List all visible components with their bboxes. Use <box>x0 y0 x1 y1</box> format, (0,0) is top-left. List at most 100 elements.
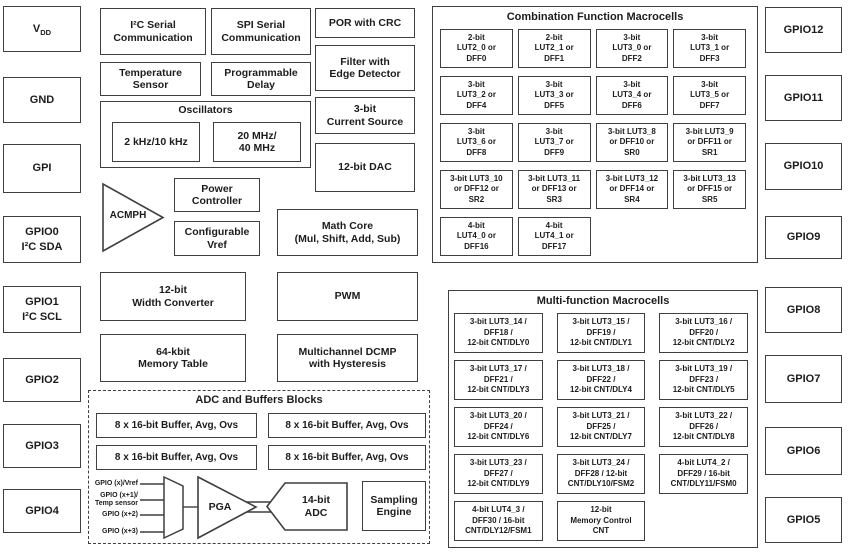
analog-signal-chain <box>140 475 348 540</box>
block-label: 64-kbit Memory Table <box>138 345 208 370</box>
block-label: Math Core (Mul, Shift, Add, Sub) <box>294 220 401 245</box>
buffer-block-3: 8 x 16-bit Buffer, Avg, Ovs <box>96 445 257 470</box>
block-osc-low: 2 kHz/10 kHz <box>112 122 200 162</box>
pin-vdd: VDD <box>3 6 81 52</box>
combination-macrocells-title: Combination Function Macrocells <box>506 11 684 23</box>
macrocell-lut3-15: 3-bit LUT3_15 / DFF19 / 12-bit CNT/DLY1 <box>556 313 646 353</box>
input-mux-icon <box>163 475 184 540</box>
pin-gpio1-scl: GPIO1 I²C SCL <box>3 286 81 333</box>
buffer-label: 8 x 16-bit Buffer, Avg, Ovs <box>114 419 239 431</box>
macrocell-lut3-4: 3-bit LUT3_4 or DFF6 <box>595 76 669 115</box>
macrocell-lut3-6: 3-bit LUT3_6 or DFF8 <box>440 123 513 162</box>
pin-gpio2: GPIO2 <box>3 358 81 402</box>
pin-gpio10: GPIO10 <box>765 143 842 190</box>
multifunction-macrocells-title: Multi-function Macrocells <box>536 295 670 307</box>
macrocell-lut3-0: 3-bit LUT3_0 or DFF2 <box>595 29 669 68</box>
macrocell-lut3-2: 3-bit LUT3_2 or DFF4 <box>440 76 513 115</box>
block-label: Multichannel DCMP with Hysteresis <box>298 345 397 370</box>
macrocell-label: 3-bit LUT3_11 or DFF13 or SR3 <box>528 173 581 204</box>
block-i2c-serial: I²C Serial Communication <box>100 8 206 55</box>
block-programmable-delay: Programmable Delay <box>211 62 311 96</box>
block-label: SPI Serial Communication <box>221 19 301 44</box>
macrocell-label: 3-bit LUT3_12 or DFF14 or SR4 <box>605 173 659 204</box>
macrocell-label: 3-bit LUT3_24 / DFF28 / 12-bit CNT/DLY10… <box>567 458 635 489</box>
block-label: I²C Serial Communication <box>113 19 193 44</box>
adc-input-label-x2: GPIO (x+2) <box>102 511 138 518</box>
oscillators-title: Oscillators <box>178 104 233 116</box>
pin-gpio4: GPIO4 <box>3 489 81 533</box>
block-memory-table: 64-kbit Memory Table <box>100 334 246 382</box>
block-label: 12-bit Width Converter <box>132 284 214 309</box>
macrocell-lut3-5: 3-bit LUT3_5 or DFF7 <box>673 76 746 115</box>
macrocell-lut3-11: 3-bit LUT3_11 or DFF13 or SR3 <box>517 170 591 209</box>
block-osc-high: 20 MHz/ 40 MHz <box>213 122 301 162</box>
pin-gpio8: GPIO8 <box>765 287 842 333</box>
macrocell-lut3-10: 3-bit LUT3_10 or DFF12 or SR2 <box>440 170 513 209</box>
macrocell-lut3-20: 3-bit LUT3_20 / DFF24 / 12-bit CNT/DLY6 <box>454 407 543 447</box>
macrocell-lut4-0: 4-bit LUT4_0 or DFF16 <box>440 217 513 256</box>
acmph-label: ACMPH <box>109 209 147 221</box>
acmph-comparator-icon <box>102 182 165 253</box>
macrocell-label: 3-bit LUT3_18 / DFF22 / 12-bit CNT/DLY4 <box>570 364 632 395</box>
pga-triangle-icon <box>197 475 258 540</box>
macrocell-lut3-22: 3-bit LUT3_22 / DFF26 / 12-bit CNT/DLY8 <box>659 407 748 447</box>
pin-label: GPIO8 <box>786 303 821 316</box>
pin-gpio6: GPIO6 <box>765 427 842 475</box>
pin-gpi: GPI <box>3 144 81 193</box>
macrocell-label: 3-bit LUT3_23 / DFF27 / 12-bit CNT/DLY9 <box>467 458 530 489</box>
macrocell-lut3-16: 3-bit LUT3_16 / DFF20 / 12-bit CNT/DLY2 <box>659 313 748 353</box>
pin-label: GPIO2 <box>25 373 59 386</box>
block-label: Power Controller <box>191 182 243 207</box>
pin-label-subscript: DD <box>40 27 52 37</box>
block-label: Sampling Engine <box>370 493 418 518</box>
pin-gpio5: GPIO5 <box>765 497 842 543</box>
buffer-label: 8 x 16-bit Buffer, Avg, Ovs <box>285 451 409 463</box>
pin-label: GPIO10 <box>783 160 824 173</box>
pin-gpio0-sda: GPIO0 I²C SDA <box>3 216 81 263</box>
macrocell-label: 3-bit LUT3_17 / DFF21 / 12-bit CNT/DLY3 <box>467 364 530 395</box>
macrocell-lut3-3: 3-bit LUT3_3 or DFF5 <box>517 76 591 115</box>
block-label: 3-bit Current Source <box>326 103 404 128</box>
block-sampling-engine: Sampling Engine <box>362 481 426 531</box>
macrocell-lut3-14: 3-bit LUT3_14 / DFF18 / 12-bit CNT/DLY0 <box>454 313 543 353</box>
macrocell-lut3-21: 3-bit LUT3_21 / DFF25 / 12-bit CNT/DLY7 <box>556 407 646 447</box>
buffer-label: 8 x 16-bit Buffer, Avg, Ovs <box>114 451 239 463</box>
macrocell-label: 4-bit LUT4_3 / DFF30 / 16-bit CNT/DLY12/… <box>465 505 532 536</box>
block-filter-edge-detector: Filter with Edge Detector <box>315 45 415 91</box>
pin-label: GPIO11 <box>783 91 824 104</box>
macrocell-lut3-17: 3-bit LUT3_17 / DFF21 / 12-bit CNT/DLY3 <box>454 360 543 400</box>
macrocell-label: 3-bit LUT3_20 / DFF24 / 12-bit CNT/DLY6 <box>467 411 530 442</box>
pga-label: PGA <box>208 501 232 513</box>
block-current-source: 3-bit Current Source <box>315 97 415 134</box>
macrocell-label: 3-bit LUT3_10 or DFF12 or SR2 <box>450 173 503 204</box>
macrocell-lut3-1: 3-bit LUT3_1 or DFF3 <box>673 29 746 68</box>
macrocell-label: 3-bit LUT3_21 / DFF25 / 12-bit CNT/DLY7 <box>570 411 632 442</box>
macrocell-lut3-13: 3-bit LUT3_13 or DFF15 or SR5 <box>673 170 746 209</box>
macrocell-label: 4-bit LUT4_0 or DFF16 <box>456 220 496 251</box>
macrocell-label: 3-bit LUT3_22 / DFF26 / 12-bit CNT/DLY8 <box>672 411 735 442</box>
buffer-block-2: 8 x 16-bit Buffer, Avg, Ovs <box>268 413 426 438</box>
buffer-block-1: 8 x 16-bit Buffer, Avg, Ovs <box>96 413 257 438</box>
pin-label: GPIO5 <box>786 513 821 526</box>
adc-pentagon-icon <box>265 482 348 531</box>
pin-label: GPIO4 <box>25 504 59 517</box>
buffer-label: 8 x 16-bit Buffer, Avg, Ovs <box>285 419 409 431</box>
adc-buffers-title: ADC and Buffers Blocks <box>195 394 323 406</box>
pin-label: GPIO9 <box>786 231 821 244</box>
buffer-block-4: 8 x 16-bit Buffer, Avg, Ovs <box>268 445 426 470</box>
pin-label: GPIO12 <box>783 23 824 36</box>
macrocell-label: 4-bit LUT4_2 / DFF29 / 16-bit CNT/DLY11/… <box>670 458 737 489</box>
block-por-crc: POR with CRC <box>315 8 415 38</box>
pin-gpio3: GPIO3 <box>3 424 81 468</box>
macrocell-lut3-19: 3-bit LUT3_19 / DFF23 / 12-bit CNT/DLY5 <box>659 360 748 400</box>
macrocell-label: 3-bit LUT3_5 or DFF7 <box>690 79 730 110</box>
block-label: Programmable Delay <box>224 66 298 91</box>
macrocell-lut4-2: 4-bit LUT4_2 / DFF29 / 16-bit CNT/DLY11/… <box>659 454 748 494</box>
pin-gpio9: GPIO9 <box>765 216 842 259</box>
block-power-controller: Power Controller <box>174 178 260 212</box>
macrocell-label: 3-bit LUT3_6 or DFF8 <box>456 126 496 157</box>
macrocell-lut3-8: 3-bit LUT3_8 or DFF10 or SR0 <box>595 123 669 162</box>
adc-input-label-tempsensor: GPIO (x+1)/ Temp sensor <box>94 492 138 508</box>
oscillators-box: Oscillators 2 kHz/10 kHz 20 MHz/ 40 MHz <box>100 101 311 168</box>
macrocell-label: 3-bit LUT3_7 or DFF9 <box>534 126 574 157</box>
